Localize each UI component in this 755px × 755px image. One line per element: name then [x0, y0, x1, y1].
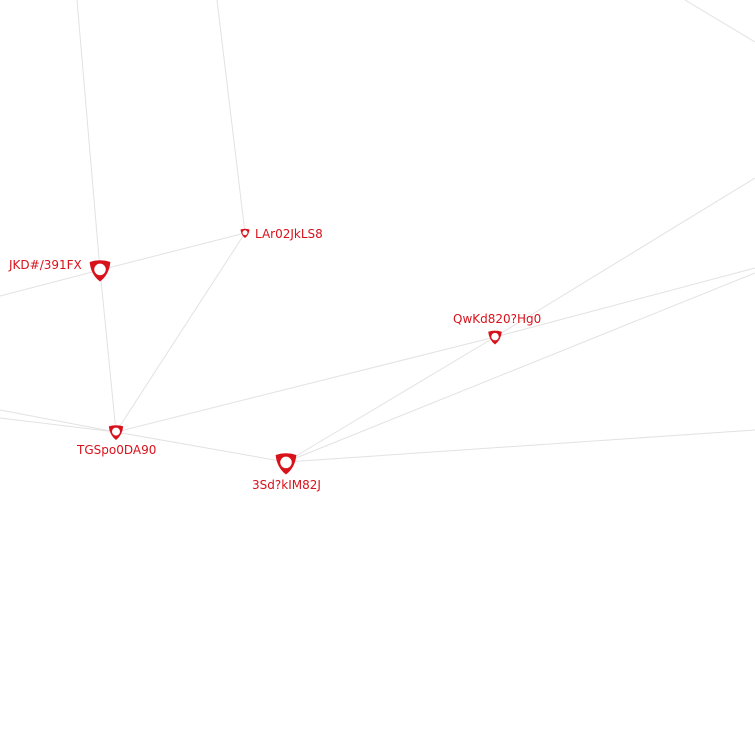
edge [216, 0, 246, 234]
edge [0, 409, 117, 433]
node-label[interactable]: JKD#/391FX [9, 258, 82, 272]
node-icon-jkd[interactable] [89, 260, 111, 282]
node-label[interactable]: TGSpo0DA90 [77, 443, 157, 457]
edge [99, 232, 246, 271]
edge [285, 429, 755, 463]
node-label[interactable]: QwKd820?Hg0 [453, 312, 542, 326]
edge [99, 269, 117, 433]
edge [115, 232, 246, 433]
edge [494, 177, 755, 338]
edge [494, 267, 755, 338]
edge [684, 0, 755, 43]
node-icon-3sd[interactable] [275, 453, 297, 475]
edge [115, 336, 496, 433]
edge [0, 269, 101, 297]
edge [285, 272, 755, 463]
node-icon-lar[interactable] [240, 228, 250, 238]
node-label[interactable]: LAr02JkLS8 [255, 227, 323, 241]
node-icon-qwk[interactable] [488, 330, 502, 345]
edge [76, 0, 101, 271]
node-icon-tgs[interactable] [108, 425, 124, 440]
edge [285, 336, 496, 463]
edge [0, 417, 117, 433]
node-label[interactable]: 3Sd?kIM82J [252, 478, 321, 492]
edge [115, 431, 287, 463]
